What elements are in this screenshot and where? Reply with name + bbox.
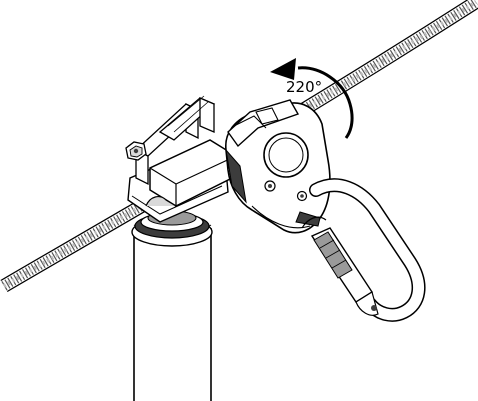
rotation-angle-label: 220° [286,78,322,96]
bolt-nut [125,141,147,161]
traveller-device [225,99,331,234]
carabiner [301,178,426,322]
post [133,224,212,401]
cable-bracket [125,95,237,223]
rotation-arrow-icon [270,58,354,139]
